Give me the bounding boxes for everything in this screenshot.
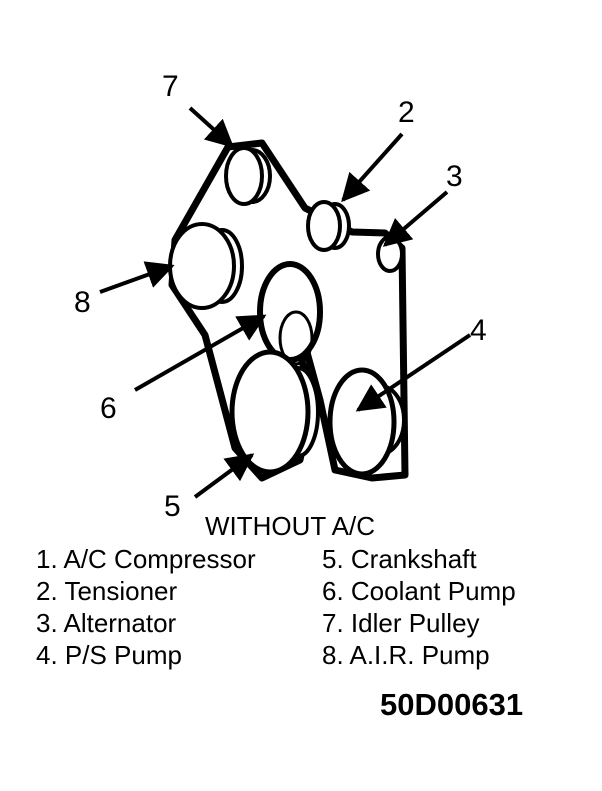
legend-item: 5. Crankshaft — [322, 544, 477, 574]
callout-2: 2 — [398, 96, 415, 129]
arrow-2 — [341, 132, 404, 203]
callout-4: 4 — [470, 314, 487, 347]
arrow-3 — [382, 190, 449, 247]
legend-item: 7. Idler Pulley — [322, 608, 480, 638]
legend-item: 4. P/S Pump — [36, 640, 182, 670]
callout-8: 8 — [74, 286, 91, 319]
figure-code: 50D00631 — [380, 687, 524, 722]
callout-arrows — [99, 106, 472, 499]
legend-item: 2. Tensioner — [36, 576, 178, 606]
arrow-8 — [99, 261, 175, 294]
legend-right: 5. Crankshaft 6. Coolant Pump 7. Idler P… — [322, 543, 516, 671]
serpentine-belt — [168, 139, 409, 482]
legend-item: 1. A/C Compressor — [36, 544, 256, 574]
idler-pulley — [224, 146, 272, 206]
coolant-pump-pulley — [257, 261, 323, 366]
legend-item: 6. Coolant Pump — [322, 576, 516, 606]
callout-7: 7 — [162, 70, 179, 103]
crankshaft-pulley — [229, 349, 320, 475]
diagram-caption: WITHOUT A/C — [205, 511, 375, 541]
legend-item: 8. A.I.R. Pump — [322, 640, 490, 670]
callout-5: 5 — [164, 490, 181, 523]
arrow-4 — [355, 333, 472, 412]
legend-item: 3. Alternator — [36, 608, 177, 638]
legend-left: 1. A/C Compressor 2. Tensioner 3. Altern… — [36, 543, 256, 671]
air-pump-pulley — [168, 222, 244, 310]
arrow-7 — [188, 106, 235, 148]
arrow-5 — [193, 453, 255, 499]
arrow-6 — [134, 314, 267, 392]
callout-3: 3 — [446, 160, 463, 193]
tensioner-pulley — [306, 200, 351, 252]
callout-6: 6 — [100, 392, 117, 425]
